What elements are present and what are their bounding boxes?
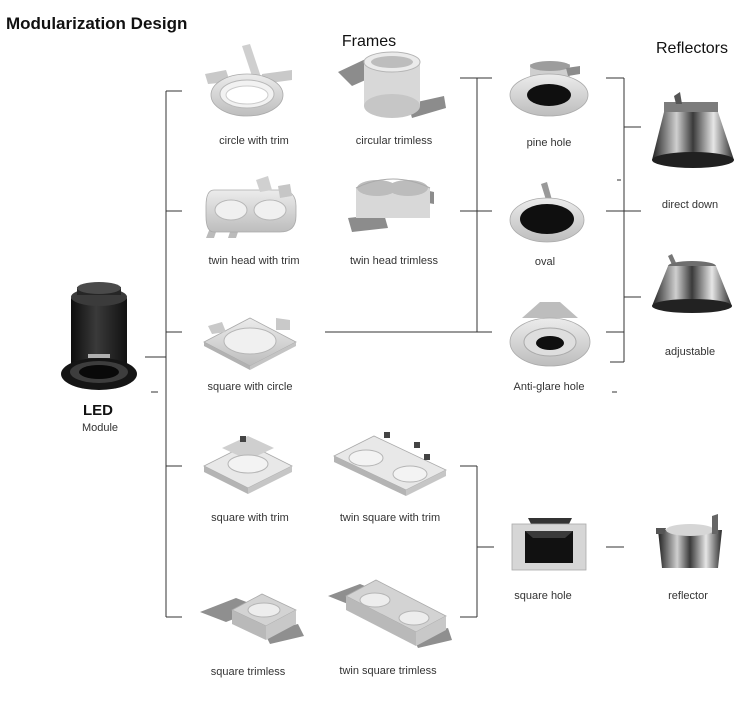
label-reflector: reflector xyxy=(668,590,708,602)
label-circle-with-trim: circle with trim xyxy=(219,135,289,147)
label-direct-down: direct down xyxy=(661,199,719,211)
label-square-with-circle: square with circle xyxy=(207,381,293,393)
label-square-trimless: square trimless xyxy=(210,666,286,678)
label-twin-head-with-trim: twin head with trim xyxy=(208,255,300,267)
square-reflector-image xyxy=(656,514,722,568)
twin-head-with-trim-image xyxy=(205,176,297,238)
square-hole-image xyxy=(511,518,587,571)
label-circular-trimless: circular trimless xyxy=(355,135,433,147)
anti-glare-hole-image xyxy=(509,302,591,367)
label-twin-square-with-trim: twin square with trim xyxy=(339,512,441,524)
oval-image xyxy=(509,182,585,243)
led-module-image xyxy=(61,282,137,390)
label-anti-glare-hole: Anti-glare hole xyxy=(513,381,585,393)
label-oval: oval xyxy=(534,256,556,268)
connector-lines xyxy=(145,77,641,618)
led-module-label: LED xyxy=(83,402,113,419)
direct-down-reflector-image xyxy=(652,92,734,168)
pine-hole-image xyxy=(509,61,589,117)
diagram-title: Modularization Design xyxy=(6,14,188,33)
twin-square-with-trim-image xyxy=(333,432,447,496)
frames-header: Frames xyxy=(341,33,397,50)
led-module-sublabel: Module xyxy=(81,422,119,434)
label-square-with-trim: square with trim xyxy=(211,512,289,524)
circle-with-trim-image xyxy=(205,44,292,117)
label-adjustable: adjustable xyxy=(664,346,716,358)
square-with-circle-image xyxy=(203,317,297,370)
circular-trimless-image xyxy=(338,51,446,118)
twin-square-trimless-image xyxy=(328,579,452,648)
adjustable-reflector-image xyxy=(652,254,732,313)
label-square-hole: square hole xyxy=(514,590,572,602)
twin-head-trimless-image xyxy=(348,178,434,232)
reflectors-header: Reflectors xyxy=(655,40,729,57)
label-twin-head-trimless: twin head trimless xyxy=(349,255,439,267)
square-with-trim-image xyxy=(203,436,293,494)
label-twin-square-trimless: twin square trimless xyxy=(339,665,437,677)
square-trimless-image xyxy=(200,593,304,644)
label-pine-hole: pine hole xyxy=(526,137,572,149)
